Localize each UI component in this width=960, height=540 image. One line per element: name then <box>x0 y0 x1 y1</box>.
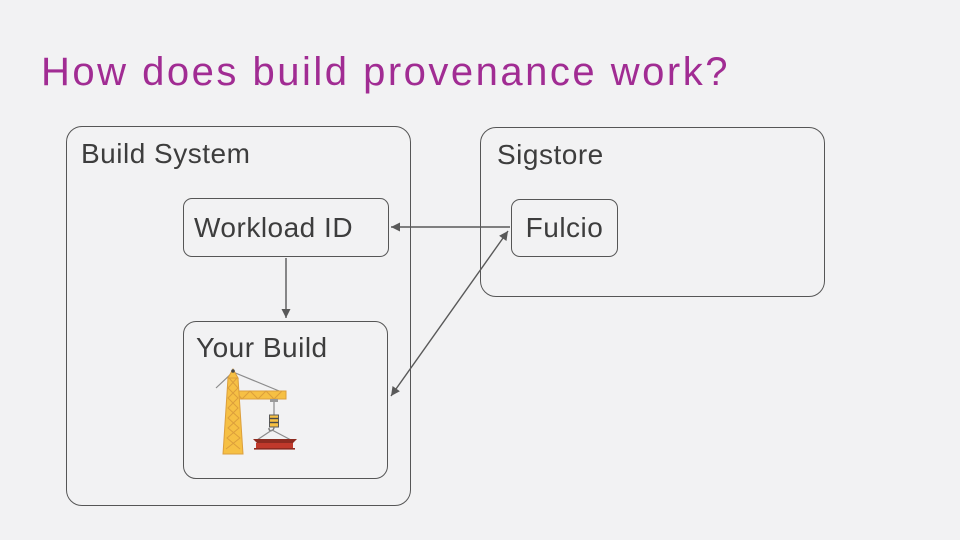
fulcio-node: Fulcio <box>511 199 618 257</box>
page-title: How does build provenance work? <box>41 50 730 94</box>
sigstore-container: Sigstore <box>480 127 825 297</box>
sigstore-label: Sigstore <box>497 139 604 170</box>
workload-id-node: Workload ID <box>183 198 389 257</box>
fulcio-label: Fulcio <box>525 212 604 243</box>
your-build-node: Your Build <box>183 321 388 479</box>
workload-id-label: Workload ID <box>194 211 354 243</box>
build-system-label: Build System <box>81 138 251 169</box>
build-system-container: Build System <box>66 126 411 506</box>
construction-crane-icon <box>215 367 297 455</box>
your-build-label: Your Build <box>196 332 328 363</box>
